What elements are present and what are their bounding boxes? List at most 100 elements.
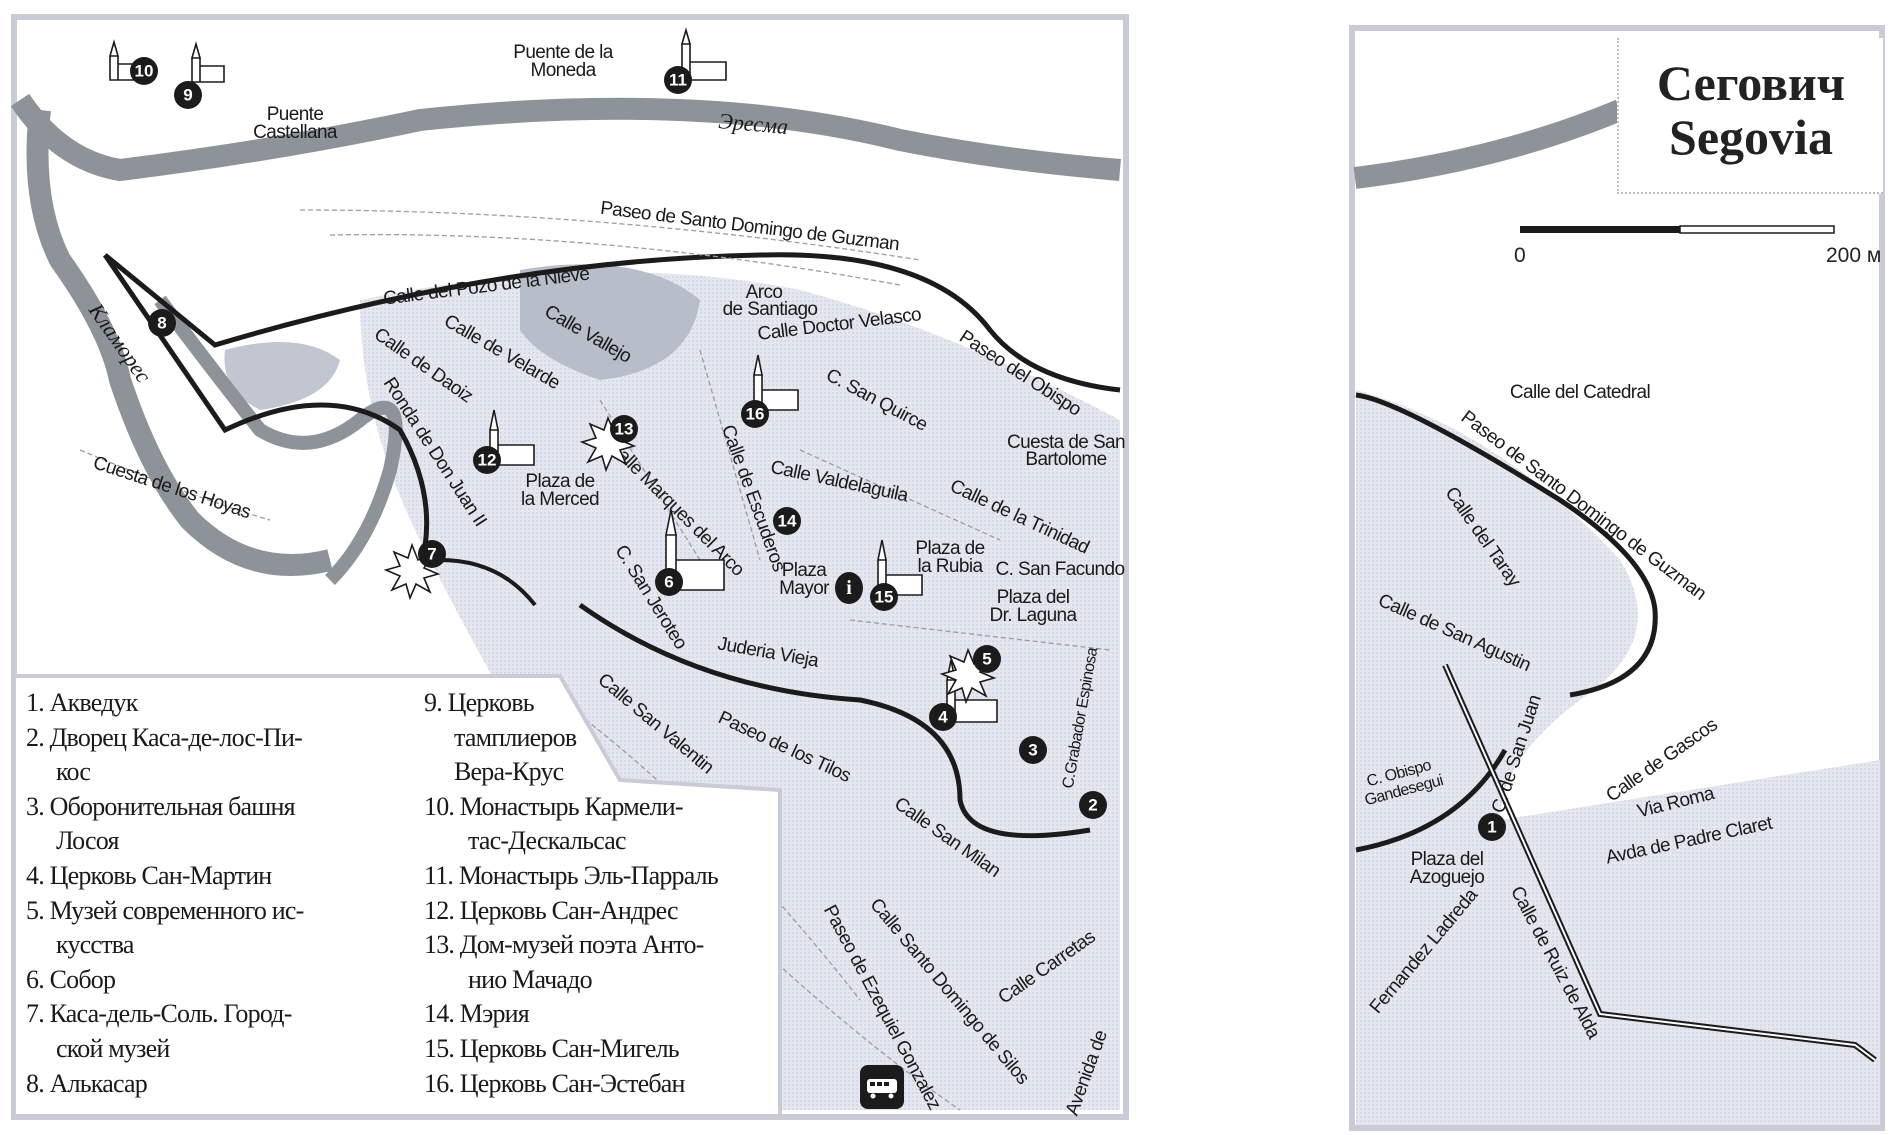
legend-item-cont: Лосоя — [56, 826, 119, 856]
svg-text:7: 7 — [427, 545, 436, 564]
legend-column-1: 1. Акведук 2. Дворец Каса-де-лос-Пи- кос… — [26, 686, 304, 1101]
city-wall-alcazar — [102, 253, 430, 571]
legend-item-cont: кусства — [56, 930, 134, 960]
svg-text:4: 4 — [938, 708, 948, 727]
map-title-ru: Сегович — [1656, 55, 1846, 111]
scale-end-label: 200 м — [1826, 244, 1882, 267]
city-wall-fragment — [439, 558, 537, 607]
svg-text:i: i — [846, 577, 852, 599]
legend-item: 7. Каса-дель-Соль. Город- — [26, 999, 292, 1029]
svg-text:2: 2 — [1088, 796, 1097, 815]
river-clamores — [154, 295, 403, 585]
place-label: de Santiago — [723, 299, 818, 320]
svg-text:3: 3 — [1028, 741, 1037, 760]
place-label: la Rubia — [918, 556, 984, 577]
road-network — [79, 209, 1111, 1111]
legend-item: 2. Дворец Каса-де-лос-Пи- — [26, 722, 303, 752]
bridge-label-moneda-2: Moneda — [530, 60, 596, 81]
marker-5[interactable]: 5 — [973, 645, 1001, 673]
svg-text:13: 13 — [615, 420, 634, 439]
place-label: Azoguejo — [1410, 867, 1484, 888]
legend-item: 11. Монастырь Эль-Парраль — [424, 860, 719, 890]
poi-markers: 1 2 3 4 5 6 7 8 9 10 11 12 13 14 15 16 i — [130, 57, 1506, 841]
legend-item: 5. Музей современного ис- — [26, 895, 304, 925]
legend-item: 6. Собор — [26, 964, 116, 994]
place-label: Plaza de — [915, 538, 984, 559]
bridge-label-castellana-2: Castellana — [253, 122, 338, 143]
marker-11[interactable]: 11 — [664, 66, 692, 94]
legend-item: 15. Церковь Сан-Мигель — [424, 1033, 680, 1063]
bridge-label-moneda: Puente de la — [513, 42, 614, 63]
legend-column-2: 9. Церковь тамплиеров Вера-Крус 10. Мона… — [424, 686, 719, 1101]
church-icon — [190, 41, 225, 83]
church-icons — [108, 27, 998, 723]
scale-bar-white — [1679, 225, 1835, 234]
alcazar-block — [224, 342, 340, 410]
place-label: Plaza del — [997, 587, 1070, 608]
marker-9[interactable]: 9 — [174, 81, 202, 109]
scale-start-label: 0 — [1514, 244, 1526, 267]
legend-item: 1. Акведук — [26, 688, 138, 717]
legend-item-cont: кос — [56, 757, 91, 787]
marker-16[interactable]: 16 — [741, 400, 769, 428]
legend-item: 13. Дом-музей поэта Анто- — [424, 930, 704, 960]
legend-item-cont: тамплиеров — [454, 722, 577, 752]
legend-item-cont: тас-Дескальсас — [468, 826, 627, 856]
marker-10[interactable]: 10 — [130, 57, 158, 85]
marker-2[interactable]: 2 — [1079, 791, 1107, 819]
svg-text:14: 14 — [778, 512, 797, 531]
place-label: la Merced — [521, 489, 599, 510]
block-dark — [520, 264, 700, 380]
place-label: Bartolome — [1025, 449, 1106, 470]
scale-bar-black — [1520, 226, 1680, 233]
legend-item: 12. Церковь Сан-Андрес — [424, 895, 679, 925]
bridge-label-castellana: Puente — [267, 104, 324, 125]
marker-7[interactable]: 7 — [418, 540, 446, 568]
river-eresma-right — [1353, 99, 1625, 189]
svg-text:11: 11 — [669, 71, 687, 90]
river-eresma-west — [26, 108, 333, 576]
info-marker[interactable]: i — [835, 572, 863, 604]
legend-item-cont: нио Мачадо — [468, 964, 593, 994]
svg-text:9: 9 — [183, 86, 192, 105]
bus-station-icon[interactable] — [860, 1065, 904, 1109]
marker-15[interactable]: 15 — [870, 583, 898, 611]
legend-item-cont: Вера-Крус — [454, 757, 564, 787]
place-label: Arco — [746, 282, 783, 303]
svg-text:12: 12 — [478, 451, 497, 470]
place-label: Dr. Laguna — [990, 605, 1078, 626]
place-label: Plaza de — [525, 471, 594, 492]
marker-4[interactable]: 4 — [929, 703, 957, 731]
city-wall-south — [578, 602, 1091, 839]
marker-1[interactable]: 1 — [1478, 813, 1506, 841]
svg-text:1: 1 — [1487, 818, 1496, 837]
legend-item-cont: ской музей — [56, 1033, 170, 1063]
map-title: Сегович Segovia — [1617, 38, 1883, 194]
right-blocks — [1356, 390, 1880, 1125]
marker-14[interactable]: 14 — [773, 507, 801, 535]
river-eresma — [10, 93, 1121, 182]
marker-13[interactable]: 13 — [610, 415, 638, 443]
svg-text:10: 10 — [135, 62, 154, 81]
river-label-eresma: Эресма — [718, 108, 790, 139]
svg-text:5: 5 — [982, 650, 991, 669]
marker-12[interactable]: 12 — [473, 446, 501, 474]
legend-item: 8. Алькасар — [26, 1068, 148, 1098]
map-title-en: Segovia — [1669, 109, 1833, 165]
legend-item: 3. Оборонительная башня — [26, 791, 296, 821]
marker-3[interactable]: 3 — [1019, 736, 1047, 764]
svg-text:6: 6 — [664, 573, 673, 592]
marker-6[interactable]: 6 — [655, 568, 683, 596]
city-wall-right — [1355, 392, 1658, 698]
legend-item: 4. Церковь Сан-Мартин — [26, 860, 272, 890]
place-label: Cuesta de San — [1007, 432, 1125, 453]
place-label: Mayor — [779, 578, 830, 599]
legend-item: 16. Церковь Сан-Эстебан — [424, 1068, 685, 1098]
place-label: Plaza del — [1411, 849, 1484, 870]
legend-item: 10. Монастырь Кармели- — [424, 791, 684, 821]
place-label: Plaza — [782, 560, 828, 581]
marker-8[interactable]: 8 — [148, 309, 176, 337]
svg-text:16: 16 — [746, 405, 765, 424]
legend-box — [12, 674, 782, 1118]
